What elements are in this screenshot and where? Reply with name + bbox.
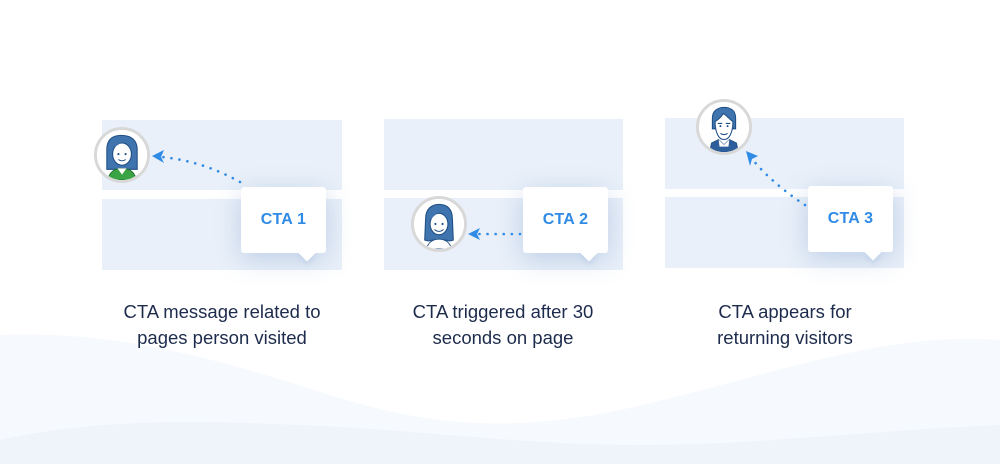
woman-long-hair-icon — [411, 196, 467, 252]
caption-line-1: CTA appears for — [718, 301, 852, 322]
caption-line-2: pages person visited — [137, 327, 307, 348]
man-icon — [696, 99, 752, 155]
page-section-top — [384, 119, 623, 190]
cta-popup[interactable]: CTA 1 — [241, 187, 326, 262]
caption-line-1: CTA triggered after 30 — [412, 301, 594, 322]
caption-line-2: seconds on page — [432, 327, 574, 348]
cta-popup[interactable]: CTA 2 — [523, 187, 608, 262]
caption: CTA triggered after 30 seconds on page — [363, 299, 643, 351]
cta-label: CTA 3 — [827, 210, 874, 227]
woman-short-hair-icon — [94, 127, 150, 183]
cta-label: CTA 2 — [542, 211, 589, 228]
caption-line-1: CTA message related to — [123, 301, 321, 322]
cta-popup[interactable]: CTA 3 — [808, 186, 893, 261]
cta-label: CTA 1 — [260, 211, 307, 228]
caption-line-2: returning visitors — [717, 327, 853, 348]
caption: CTA message related to pages person visi… — [82, 299, 362, 351]
caption: CTA appears for returning visitors — [645, 299, 925, 351]
